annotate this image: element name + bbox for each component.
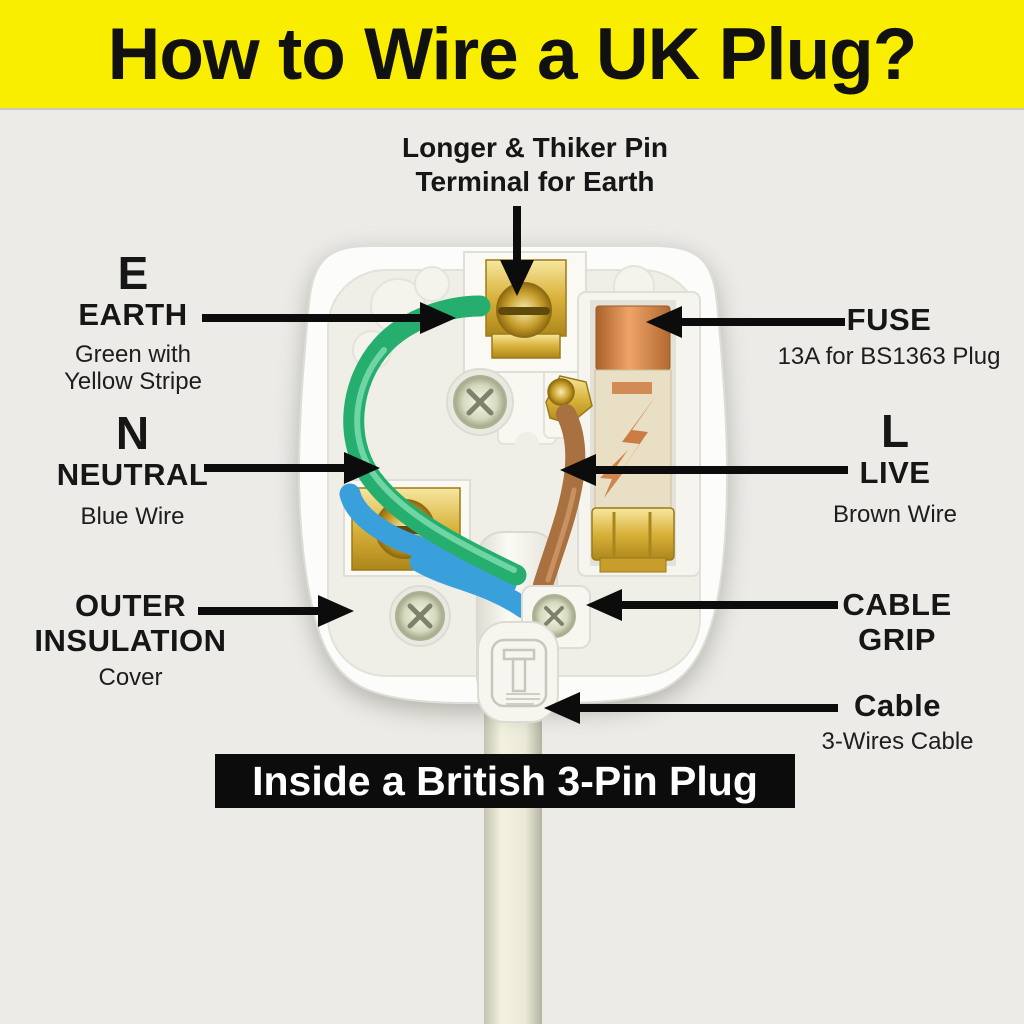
page-title: How to Wire a UK Plug?: [107, 13, 918, 95]
earth-pin-line1: Longer & Thiker Pin: [401, 132, 669, 163]
label-outer-insulation: OUTER INSULATION Cover: [18, 588, 243, 692]
bottom-banner-text: Inside a British 3-Pin Plug: [252, 757, 758, 804]
body-screws: [389, 368, 514, 647]
neutral-name: NEUTRAL: [56, 456, 209, 492]
cable-grip-name2: GRIP: [858, 621, 936, 657]
neutral-desc: Blue Wire: [80, 502, 185, 530]
cable: [484, 690, 542, 1024]
earth-wire-highlight: [354, 347, 517, 573]
earth-arrow: [202, 302, 456, 334]
earth-pin-line2: Terminal for Earth: [415, 165, 655, 197]
cable-name: Cable: [854, 688, 941, 723]
label-cable: Cable 3-Wires Cable: [780, 688, 1015, 756]
label-earth-pin: Longer & Thiker Pin Terminal for Earth: [330, 131, 740, 198]
bottom-banner: Inside a British 3-Pin Plug: [215, 754, 795, 808]
live-wire-highlight: [545, 487, 577, 583]
outer-insulation-name2: INSULATION: [34, 622, 227, 658]
neutral-arrow: [204, 452, 380, 484]
cable-grip-arrow: [586, 589, 838, 621]
live-wire: [533, 404, 586, 595]
fuse-arrow: [646, 306, 845, 338]
outer-insulation-name1: OUTER: [75, 588, 186, 623]
label-earth: E EARTH Green with Yellow Stripe: [28, 247, 238, 396]
label-live: L LIVE Brown Wire: [795, 405, 995, 528]
live-name: LIVE: [859, 454, 931, 490]
fuse: [577, 291, 701, 577]
cable-arrow: [544, 692, 838, 724]
live-arrow: [560, 454, 848, 486]
neutral-wire-strand: [409, 551, 535, 619]
fuse-desc: 13A for BS1363 Plug: [777, 342, 1001, 370]
earth-letter: E: [117, 247, 149, 299]
outer-insulation-arrow: [198, 595, 354, 627]
label-neutral: N NEUTRAL Blue Wire: [25, 407, 240, 530]
title-banner: How to Wire a UK Plug?: [0, 0, 1024, 108]
outer-insulation-desc: Cover: [98, 664, 163, 692]
fuse-name: FUSE: [846, 302, 932, 337]
cable-grip-name1: CABLE: [842, 587, 952, 622]
label-fuse: FUSE 13A for BS1363 Plug: [764, 302, 1014, 371]
neutral-letter: N: [115, 407, 150, 459]
live-desc: Brown Wire: [832, 500, 958, 528]
earth-desc1: Green with: [74, 340, 192, 368]
cable-grip: [477, 585, 591, 723]
neutral-wire: [339, 483, 517, 595]
earth-pin-arrow: [500, 206, 534, 296]
earth-name: EARTH: [78, 296, 188, 332]
earth-desc2: Yellow Stripe: [64, 368, 202, 396]
live-letter: L: [880, 405, 910, 457]
label-cable-grip: CABLE GRIP: [797, 587, 997, 657]
cable-desc: 3-Wires Cable: [821, 727, 974, 755]
